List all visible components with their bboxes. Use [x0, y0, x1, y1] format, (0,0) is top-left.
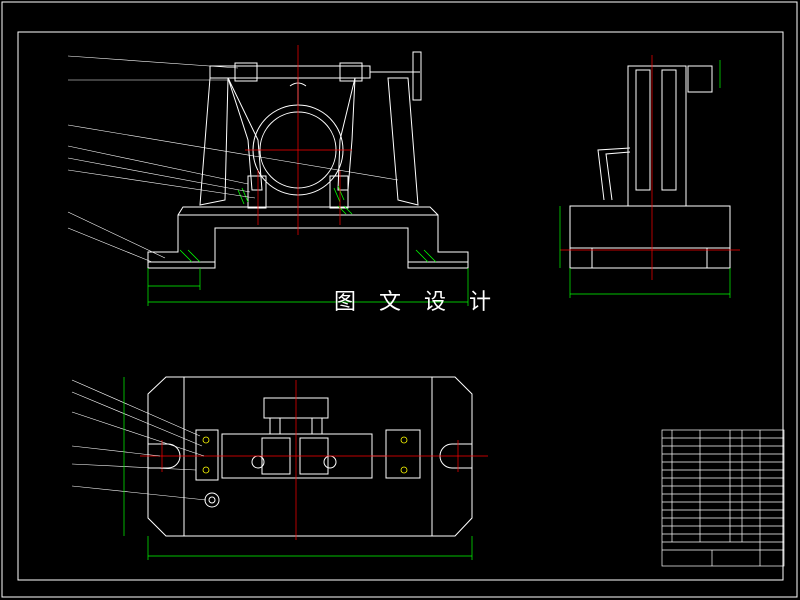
right-upright [387, 77, 419, 206]
top-leaders [71, 379, 207, 501]
top-base-plate [147, 376, 473, 537]
side-base [569, 205, 731, 269]
side-centerlines [560, 55, 740, 280]
handle [412, 51, 422, 101]
side-view [569, 65, 731, 269]
base-body [147, 206, 469, 269]
top-centerlines [140, 380, 488, 540]
top-view [147, 376, 473, 537]
inner-border [17, 31, 784, 581]
front-section-hatch [179, 185, 437, 263]
front-dimensions [147, 268, 469, 306]
front-leaders [67, 55, 399, 263]
title-block [661, 429, 785, 567]
front-view [147, 51, 469, 269]
side-upright [627, 65, 687, 207]
top-dimensions [123, 377, 473, 560]
side-dimensions [559, 60, 731, 298]
left-upright [199, 77, 229, 206]
top-accent-bolts [202, 436, 408, 474]
v-jaw-right [337, 77, 356, 191]
front-centerlines [245, 45, 352, 235]
v-jaw-left [227, 77, 263, 191]
watermark-text: 图 文 设 计 [334, 290, 499, 315]
